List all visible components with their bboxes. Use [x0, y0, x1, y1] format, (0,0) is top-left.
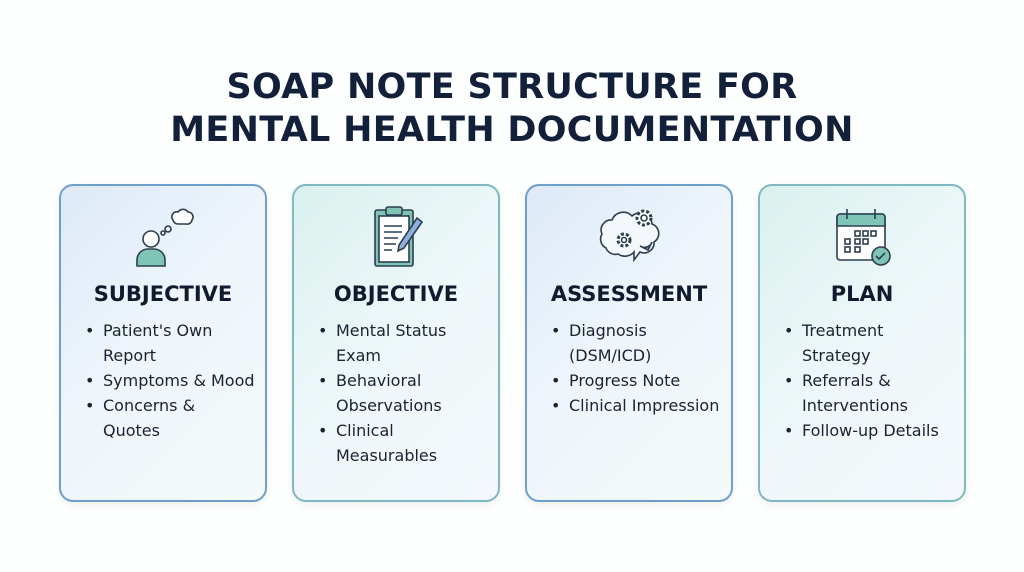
title-line-1: SOAP NOTE STRUCTURE FOR: [226, 67, 798, 107]
card-heading: SUBJECTIVE: [93, 282, 233, 306]
list-item: Progress Note: [551, 368, 723, 393]
card-plan: PLAN Treatment Strategy Referrals & Inte…: [758, 184, 966, 502]
list-item: Treatment Strategy: [784, 318, 956, 368]
page-title: SOAP NOTE STRUCTURE FOR MENTAL HEALTH DO…: [0, 66, 1024, 152]
card-heading: ASSESSMENT: [550, 282, 708, 306]
list-item: Behavioral Observations: [318, 368, 490, 418]
card-heading: OBJECTIVE: [333, 282, 459, 306]
list-item: Clinical Measurables: [318, 418, 490, 468]
calendar-check-icon: [760, 202, 964, 272]
title-line-2: MENTAL HEALTH DOCUMENTATION: [170, 110, 854, 150]
bullet-list: Treatment Strategy Referrals & Intervent…: [784, 318, 956, 443]
list-item: Symptoms & Mood: [85, 368, 257, 393]
card-subjective: SUBJECTIVE Patient's Own Report Symptoms…: [59, 184, 267, 502]
clipboard-pen-icon: [294, 202, 498, 272]
list-item: Diagnosis (DSM/ICD): [551, 318, 723, 368]
list-item: Concerns & Quotes: [85, 393, 257, 443]
bullet-list: Patient's Own Report Symptoms & Mood Con…: [85, 318, 257, 443]
brain-gears-icon: [527, 202, 731, 272]
card-objective: OBJECTIVE Mental Status Exam Behavioral …: [292, 184, 500, 502]
bullet-list: Diagnosis (DSM/ICD) Progress Note Clinic…: [551, 318, 723, 418]
list-item: Clinical Impression: [551, 393, 723, 418]
list-item: Follow-up Details: [784, 418, 956, 443]
list-item: Mental Status Exam: [318, 318, 490, 368]
list-item: Referrals & Interventions: [784, 368, 956, 418]
card-heading: PLAN: [830, 282, 894, 306]
list-item: Patient's Own Report: [85, 318, 257, 368]
person-thought-bubble-icon: [61, 202, 265, 272]
bullet-list: Mental Status Exam Behavioral Observatio…: [318, 318, 490, 468]
card-assessment: ASSESSMENT Diagnosis (DSM/ICD) Progress …: [525, 184, 733, 502]
